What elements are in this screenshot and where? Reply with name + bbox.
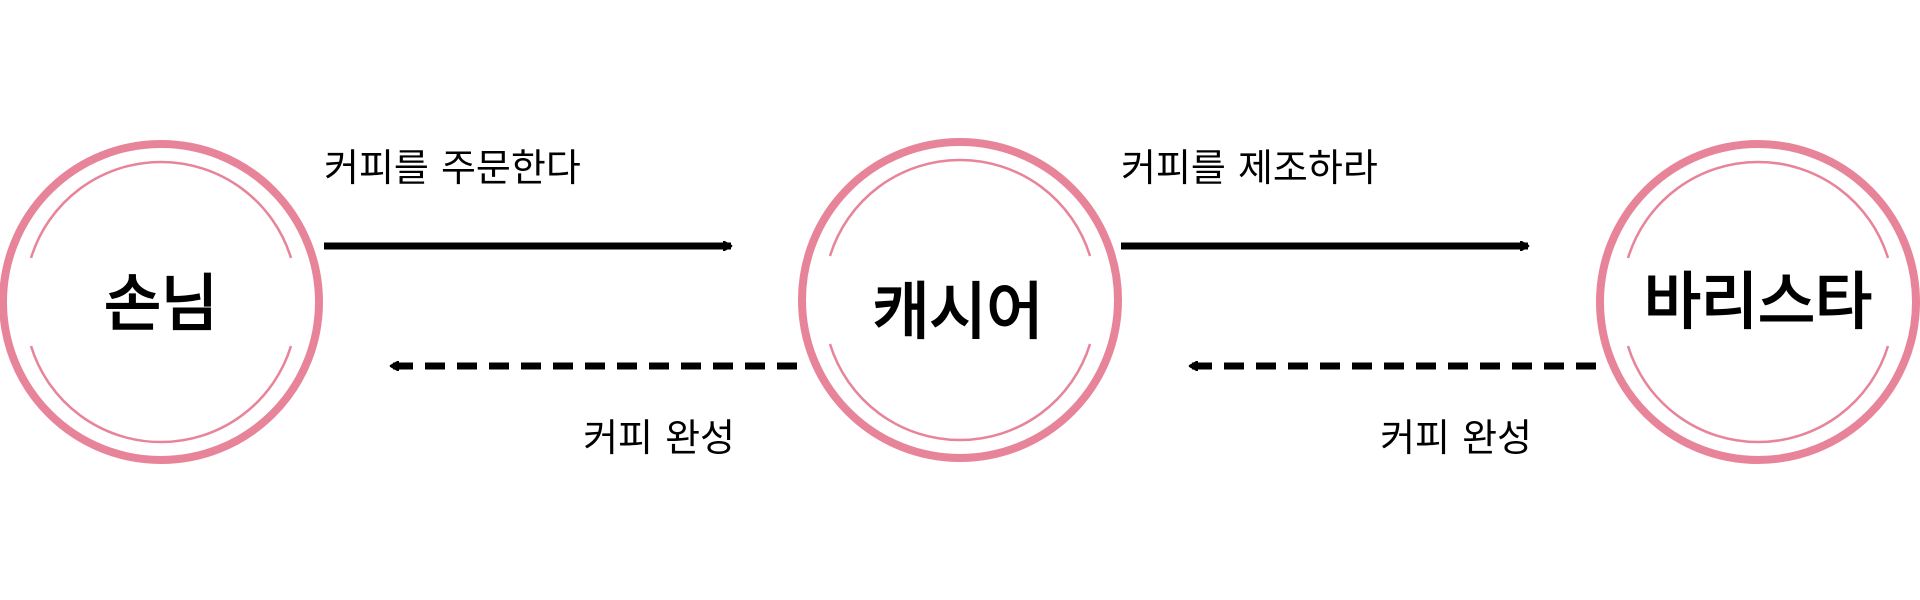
node-customer-inner-arc-bottom: [29, 345, 293, 444]
edge-cashier-to-customer: 커피 완성: [391, 366, 797, 460]
node-cashier: 캐시어: [798, 138, 1122, 462]
node-barista: 바리스타: [1596, 140, 1920, 464]
node-barista-inner-arc-top: [1626, 160, 1890, 259]
node-cashier-inner-arc-bottom: [828, 343, 1092, 442]
edge-customer-to-cashier-label: 커피를 주문한다: [324, 146, 581, 190]
node-customer-inner-arc-top: [29, 160, 293, 259]
edge-cashier-to-barista: 커피를 제조하라: [1121, 146, 1528, 246]
edge-barista-to-cashier-label: 커피 완성: [1380, 416, 1532, 460]
node-cashier-outer-ring: [798, 138, 1122, 462]
node-barista-label: 바리스타: [1644, 265, 1872, 338]
node-cashier-inner-arc-top: [828, 158, 1092, 257]
edge-cashier-to-customer-label: 커피 완성: [583, 416, 735, 460]
edge-cashier-to-barista-label: 커피를 제조하라: [1121, 146, 1378, 190]
edge-barista-to-cashier: 커피 완성: [1190, 366, 1596, 460]
node-barista-outer-ring: [1596, 140, 1920, 464]
node-barista-inner-arc-bottom: [1626, 345, 1890, 444]
node-cashier-label: 캐시어: [872, 275, 1043, 348]
node-customer: 손님: [0, 140, 323, 464]
edge-customer-to-cashier: 커피를 주문한다: [324, 146, 731, 246]
node-customer-label: 손님: [104, 267, 218, 340]
node-customer-outer-ring: [0, 140, 323, 464]
